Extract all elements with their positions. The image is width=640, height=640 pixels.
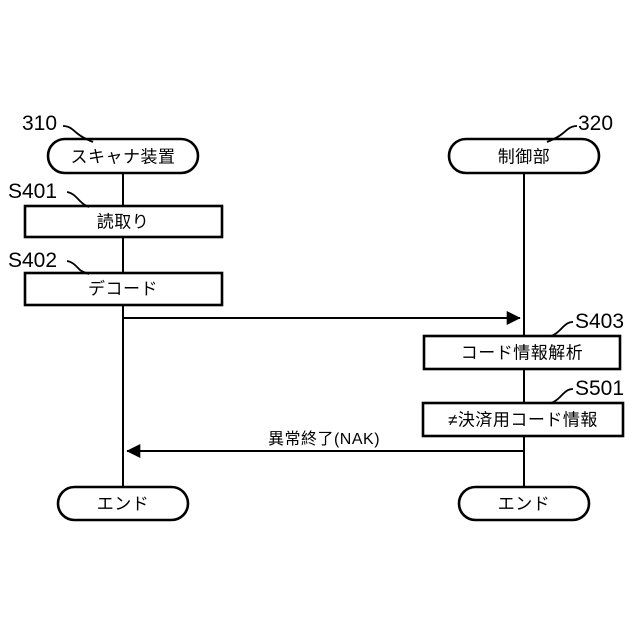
end-node-label-controller: エンド (497, 494, 551, 514)
end-node-controller (457, 485, 591, 522)
leader-line-s403 (550, 321, 574, 337)
process-label-s402: デコード (88, 279, 158, 299)
process-label-s401: 読取り (96, 212, 150, 232)
lane-header-scanner (46, 137, 200, 175)
step-id-s501: S501 (575, 377, 625, 400)
ref-number-310: 310 (22, 112, 58, 135)
step-id-s402: S402 (8, 249, 58, 272)
ref-number-320: 320 (578, 112, 614, 135)
leader-line-s501 (550, 388, 574, 404)
process-box-s403 (422, 334, 622, 371)
process-box-s401 (23, 204, 224, 239)
leader-line-s402 (66, 260, 90, 275)
process-label-s403: コード情報解析 (460, 343, 584, 363)
leader-line-320 (546, 125, 578, 143)
process-box-s501 (421, 401, 625, 438)
lane-header-controller (447, 137, 601, 175)
leader-line-s401 (66, 191, 90, 208)
process-box-s402 (23, 271, 224, 307)
lane-header-label-controller: 制御部 (497, 147, 551, 167)
end-node-scanner (56, 485, 190, 522)
lane-header-label-scanner: スキャナ装置 (70, 147, 176, 167)
process-label-s501: ≠決済用コード情報 (448, 410, 598, 430)
leader-line-310 (62, 125, 94, 143)
message-label-nak: 異常終了(NAK) (267, 431, 381, 448)
step-id-s403: S403 (575, 310, 625, 333)
end-node-label-scanner: エンド (96, 494, 150, 514)
step-id-s401: S401 (8, 180, 58, 203)
